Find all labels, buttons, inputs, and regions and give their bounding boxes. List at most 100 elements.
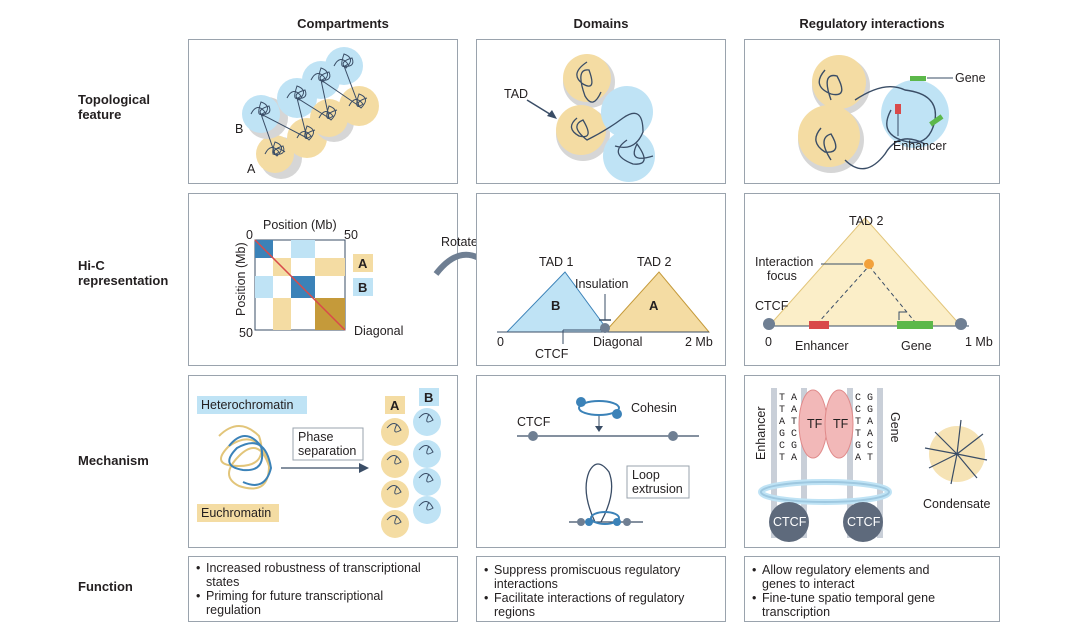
row-header-topological-line2: feature	[78, 107, 122, 122]
dna-left-3: G C	[779, 429, 797, 440]
row-header-hic-line2: representation	[78, 273, 169, 288]
row-header-hic-line1: Hi-C	[78, 258, 105, 273]
panel-regulatory-function	[744, 556, 1000, 622]
euchromatin-label: Euchromatin	[201, 506, 271, 520]
function-compartments: •Increased robustness of transcriptional…	[196, 561, 454, 617]
dna-right-2: T A	[855, 417, 873, 428]
domains-mechanism-illustration: CTCF Cohesin Loop extrusion	[517, 397, 699, 526]
panel-compartments-topology: B A	[188, 39, 458, 184]
phase-label-2: separation	[298, 444, 356, 458]
panel-regulatory-hic: TAD 2 Interaction focus CTCF 0 Enhancer …	[744, 193, 1000, 366]
triangle-b-label: B	[551, 298, 560, 313]
dna-right-0: C G	[855, 393, 873, 404]
dna-right-5: A T	[855, 453, 873, 464]
column-header-compartments: Compartments	[297, 16, 389, 31]
domains-diagonal-label: Diagonal	[593, 335, 642, 349]
tad1-label: TAD 1	[539, 255, 574, 269]
hic-position-label-vertical: Position (Mb)	[234, 242, 248, 316]
reg-axis-zero: 0	[765, 335, 772, 349]
phase-label-1: Phase	[298, 430, 333, 444]
interaction-focus-label-2: focus	[767, 269, 797, 283]
regulatory-mechanism-illustration: TF TF CTCF CTCF Enhancer Gene T A T A A …	[754, 388, 990, 542]
hic-axis-fifty-left: 50	[239, 326, 253, 340]
chromatin-fiber	[250, 53, 368, 157]
reg-ctcf-label: CTCF	[755, 299, 789, 313]
ctcf-right-label: CTCF	[847, 515, 881, 529]
reg-enhancer-label: Enhancer	[795, 339, 849, 353]
reg-tad2-label: TAD 2	[849, 214, 884, 228]
mech-gene-label: Gene	[888, 412, 902, 443]
gene-mark	[910, 76, 926, 81]
mech-tag-a: A	[390, 398, 400, 413]
panel-domains-hic: TAD 1 TAD 2 Insulation B A 0 2 Mb CTCF D…	[476, 193, 726, 366]
hic-axis-zero: 0	[246, 228, 253, 242]
hic-legend-a-label: A	[358, 256, 368, 271]
chromatin-globules	[242, 47, 379, 179]
gene-bar	[897, 321, 933, 329]
panel-domains-mechanism: CTCF Cohesin Loop extrusion	[476, 375, 726, 548]
hic-position-label: Position (Mb)	[263, 218, 337, 232]
compartments-topology-illustration: B A	[235, 47, 379, 179]
domains-mech-ctcf-label: CTCF	[517, 415, 551, 429]
row-header-topological-line1: Topological	[78, 92, 150, 107]
phase-separation-box	[292, 427, 364, 461]
reg-gene-label: Gene	[901, 339, 932, 353]
dna-right-bases: C G C G T A T A G C A T	[855, 393, 873, 464]
heterochromatin-label: Heterochromatin	[201, 398, 293, 412]
panel-regulatory-mechanism: TF TF CTCF CTCF Enhancer Gene T A T A A …	[744, 375, 1000, 548]
interaction-focus-label-1: Interaction	[755, 255, 813, 269]
cohesin-label: Cohesin	[631, 401, 677, 415]
domains-axis-2mb: 2 Mb	[685, 335, 713, 349]
dna-left-2: A T	[779, 417, 797, 428]
reg-axis-1mb: 1 Mb	[965, 335, 993, 349]
heterochromatin-tag	[197, 396, 307, 414]
label-gene: Gene	[955, 71, 986, 85]
row-header-topological: Topological feature	[78, 92, 150, 122]
mech-tag-b: B	[424, 390, 433, 405]
compartments-mechanism-illustration: Heterochromatin Euchromatin Phase separa…	[197, 388, 441, 538]
ctcf-left-label: CTCF	[773, 515, 807, 529]
label-tad: TAD	[504, 87, 528, 101]
panel-compartments-hic: Position (Mb) 0 50 50 Position (Mb) A B …	[188, 193, 458, 366]
enhancer-mark	[895, 104, 901, 114]
loop-extrusion-box	[626, 465, 690, 499]
dna-left-1: T A	[779, 405, 797, 416]
loop-label-1: Loop	[632, 468, 660, 482]
regulatory-hic-illustration: TAD 2 Interaction focus CTCF 0 Enhancer …	[755, 214, 993, 353]
tad2-label: TAD 2	[637, 255, 672, 269]
dna-right-4: G C	[855, 441, 873, 452]
triangle-a-label: A	[649, 298, 659, 313]
domains-ctcf-label: CTCF	[535, 347, 569, 361]
dna-left-0: T A	[779, 393, 797, 404]
hic-diagonal-label: Diagonal	[354, 324, 403, 338]
hic-legend-b	[353, 278, 373, 296]
label-enhancer: Enhancer	[893, 139, 947, 153]
function-compartments-item-1: •Increased robustness of transcriptional…	[196, 561, 421, 589]
dna-left-4: C G	[779, 441, 797, 452]
panel-compartments-function	[188, 556, 458, 622]
domains-topology-illustration: TAD	[504, 54, 655, 182]
panel-domains-function	[476, 556, 726, 622]
loop-label-2: extrusion	[632, 482, 683, 496]
dna-left-5: T A	[779, 453, 797, 464]
row-header-mechanism: Mechanism	[78, 453, 149, 468]
domains-axis-zero: 0	[497, 335, 504, 349]
column-header-domains: Domains	[573, 16, 629, 31]
panel-regulatory-topology: Gene Enhancer	[744, 39, 1000, 184]
dna-right-3: T A	[855, 429, 873, 440]
hic-matrix	[254, 239, 346, 331]
hic-legend-a	[353, 254, 373, 272]
row-header-function: Function	[78, 579, 133, 594]
panel-domains-topology: TAD	[476, 39, 726, 184]
domains-hic-illustration: TAD 1 TAD 2 Insulation B A 0 2 Mb CTCF D…	[497, 255, 713, 361]
mech-enhancer-label: Enhancer	[754, 406, 768, 460]
tf2-label: TF	[833, 417, 849, 431]
column-header-regulatory: Regulatory interactions	[799, 16, 945, 31]
row-header-hic: Hi-C representation	[78, 258, 168, 288]
